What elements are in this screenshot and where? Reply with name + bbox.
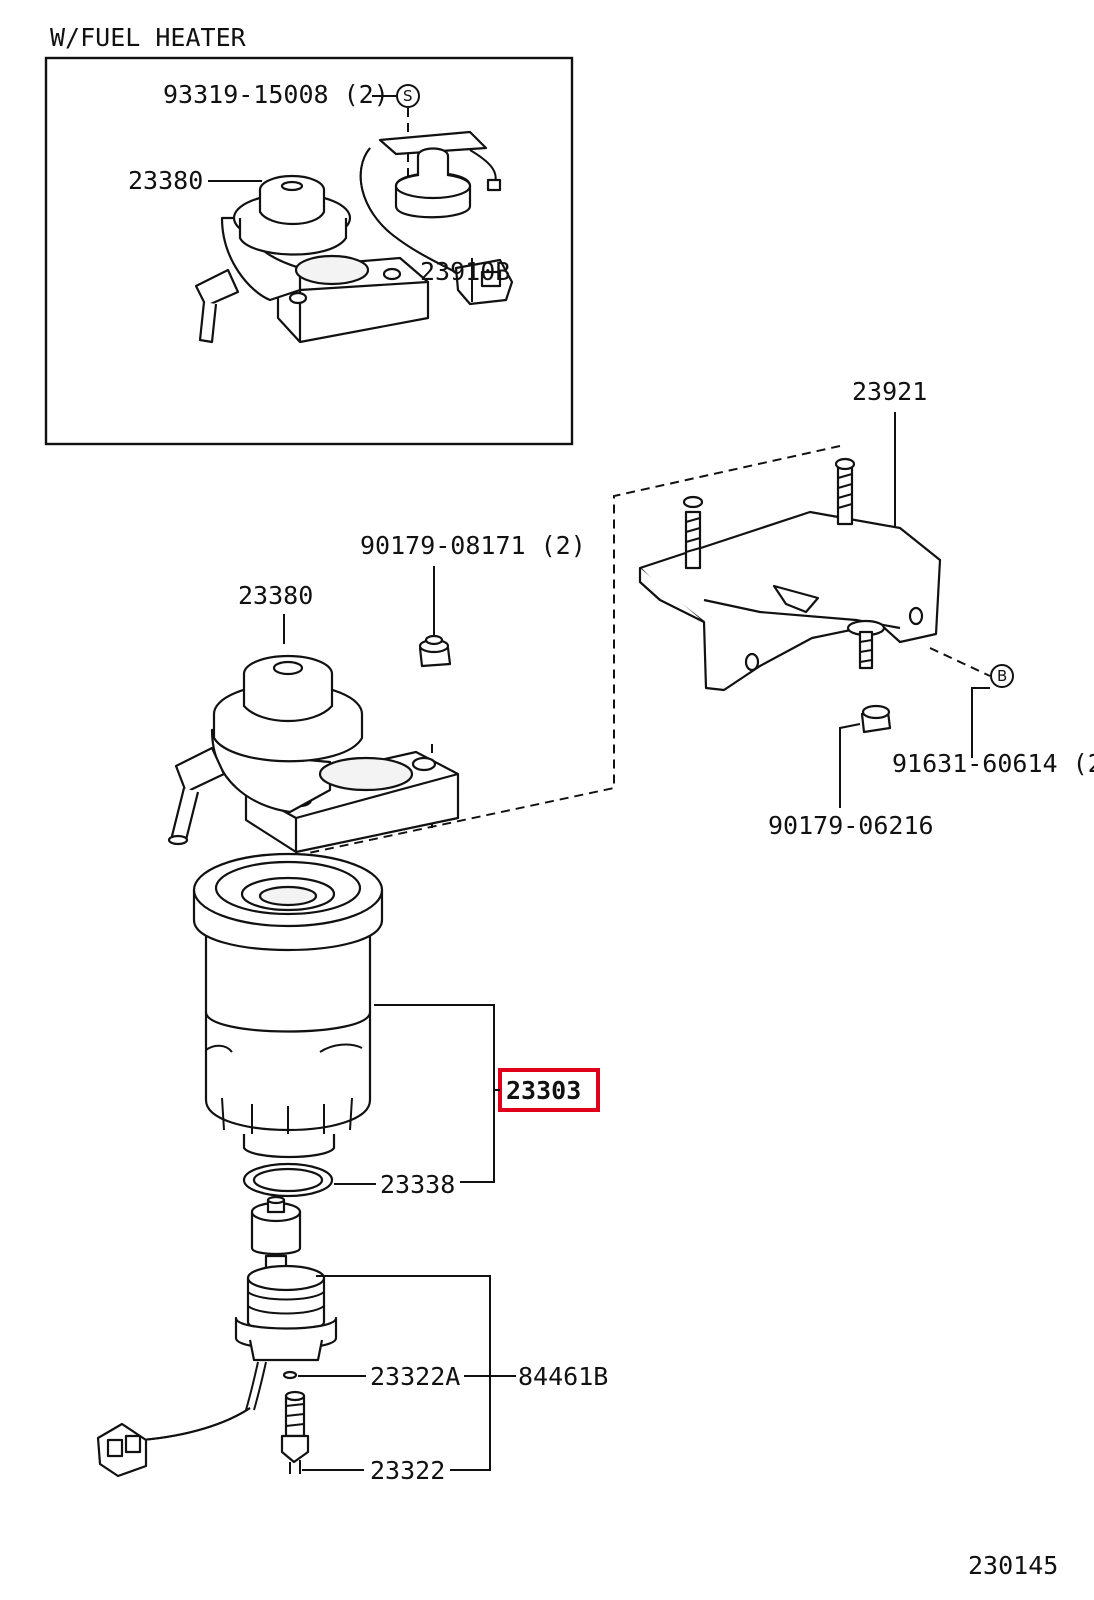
symbol-s-circle bbox=[396, 84, 420, 108]
dash-to-b-symbol bbox=[929, 647, 991, 677]
symbol-s: S bbox=[403, 87, 413, 105]
label-23338[interactable]: 23338 bbox=[380, 1170, 455, 1199]
leader-91631 bbox=[971, 687, 990, 758]
leader-23921 bbox=[870, 412, 896, 529]
bracket-assembly: 23921 B bbox=[303, 377, 1014, 855]
label-84461b[interactable]: 84461B bbox=[518, 1362, 608, 1391]
inset-title: W/FUEL HEATER bbox=[50, 23, 247, 52]
bracket-drawing bbox=[638, 457, 942, 692]
label-93319-15008[interactable]: 93319-15008 (2) bbox=[163, 80, 389, 109]
label-23921[interactable]: 23921 bbox=[852, 377, 927, 406]
label-23380-main[interactable]: 23380 bbox=[238, 581, 313, 610]
o-ring-23322a-drawing bbox=[282, 1370, 298, 1380]
filter-cartridge-drawing bbox=[192, 852, 384, 1159]
inset-frame bbox=[44, 56, 574, 446]
leader-90179-06216 bbox=[839, 723, 861, 808]
nut-90179-08171-drawing bbox=[418, 634, 452, 668]
label-23303[interactable]: 23303 bbox=[506, 1076, 581, 1105]
symbol-b: B bbox=[997, 667, 1007, 685]
diagram-number: 230145 bbox=[968, 1551, 1058, 1580]
dash-mounting-outline bbox=[303, 445, 841, 855]
leader-23303 bbox=[374, 1004, 495, 1183]
label-90179-08171[interactable]: 90179-08171 (2) bbox=[360, 531, 586, 560]
filter-head-main-drawing bbox=[167, 654, 460, 854]
label-23910b[interactable]: 23910B bbox=[420, 257, 510, 286]
label-23322a[interactable]: 23322A bbox=[370, 1362, 460, 1391]
sensor-23322-drawing bbox=[280, 1390, 310, 1474]
label-90179-06216[interactable]: 90179-06216 bbox=[768, 811, 934, 840]
heater-sensor-drawing bbox=[359, 130, 514, 306]
label-91631-60614[interactable]: 91631-60614 (2) bbox=[892, 749, 1094, 778]
filter-head-inset-drawing bbox=[194, 174, 430, 344]
water-sensor-drawing bbox=[96, 1195, 338, 1478]
gasket-drawing bbox=[242, 1162, 334, 1198]
leader-84461b-bracket bbox=[316, 1275, 491, 1471]
symbol-b-circle bbox=[990, 664, 1014, 688]
inset-fuel-heater: W/FUEL HEATER 93319-15008 (2) S 23380 bbox=[44, 23, 574, 446]
label-23322[interactable]: 23322 bbox=[370, 1456, 445, 1485]
label-23380-inset[interactable]: 23380 bbox=[128, 166, 203, 195]
nut-90179-06216-drawing bbox=[860, 704, 892, 734]
